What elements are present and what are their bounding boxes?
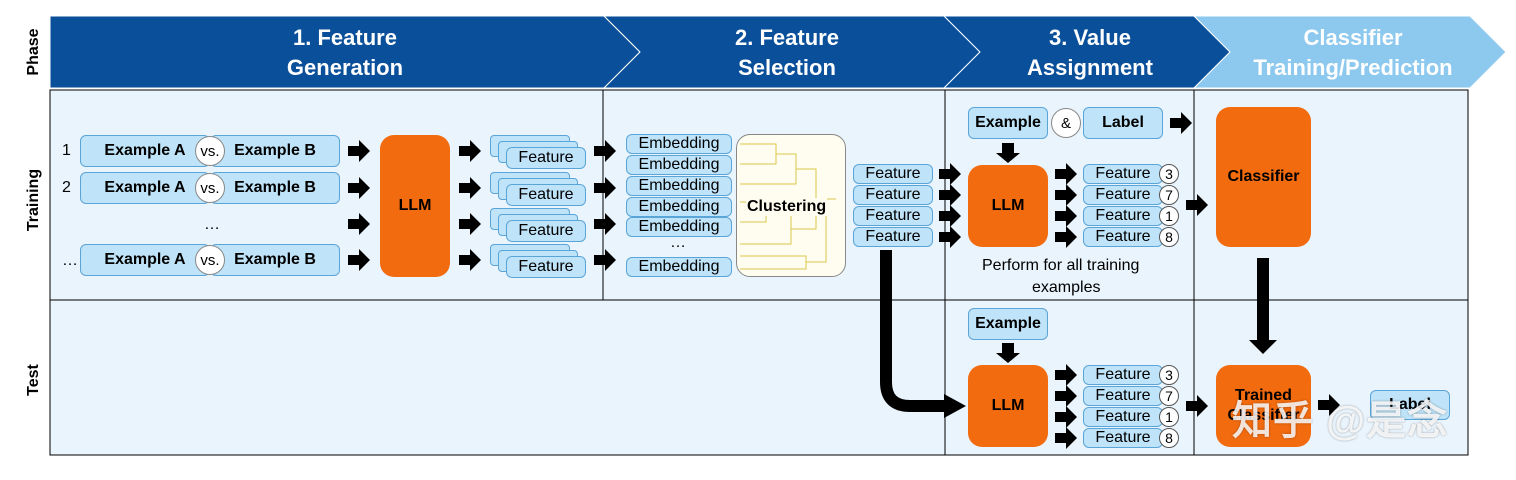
right-arrow <box>939 184 961 206</box>
curved-arrow-body <box>880 250 946 412</box>
amp-circle: & <box>1051 108 1081 138</box>
right-arrow <box>1055 205 1077 227</box>
right-arrow <box>1170 112 1192 134</box>
row-number: 1 <box>62 142 71 159</box>
feature-value-num: 1 <box>1159 206 1179 226</box>
feature-value-num: 7 <box>1159 185 1179 205</box>
classifier-box: Classifier <box>1216 107 1311 247</box>
feature-value-num: 3 <box>1159 164 1179 184</box>
right-arrow <box>594 177 616 199</box>
watermark-text: 知乎 @是念 <box>1232 399 1449 443</box>
example-b-box: Example B <box>210 244 340 276</box>
feature-card: Feature <box>506 256 586 278</box>
right-arrow <box>1186 194 1208 216</box>
right-arrow <box>594 249 616 271</box>
right-arrow <box>459 249 481 271</box>
predicted-label-box: Label <box>1370 390 1450 420</box>
vs-circle: vs. <box>195 136 225 166</box>
example-a-box: Example A <box>80 244 210 276</box>
example-b-box: Example B <box>210 172 340 204</box>
llm-generator-box: LLM <box>380 135 450 277</box>
clustering-label: Clustering <box>746 198 828 216</box>
row-ellipsis: … <box>204 216 220 233</box>
feature-value-num: 8 <box>1159 227 1179 247</box>
example-input-box: Example <box>968 107 1048 139</box>
test-feature-value-box: Feature <box>1083 365 1163 385</box>
right-arrow <box>1055 163 1077 185</box>
curved-arrow-head <box>944 394 966 418</box>
test-feature-value-box: Feature <box>1083 428 1163 448</box>
feature-card: Feature <box>506 220 586 242</box>
dendrogram-lines <box>740 143 836 270</box>
feature-value-box: Feature <box>1083 227 1163 247</box>
right-arrow <box>1055 427 1077 449</box>
feature-value-box: Feature <box>1083 164 1163 184</box>
embedding-box: Embedding <box>626 176 732 196</box>
row-number: … <box>62 252 78 269</box>
label-input-box: Label <box>1083 107 1163 139</box>
right-arrow <box>939 226 961 248</box>
right-arrow <box>594 213 616 235</box>
test-feature-value-num: 7 <box>1159 386 1179 406</box>
test-llm-box: LLM <box>968 365 1048 447</box>
right-arrow <box>348 177 370 199</box>
right-arrow <box>1055 385 1077 407</box>
test-feature-value-num: 1 <box>1159 407 1179 427</box>
llm-value-box: LLM <box>968 165 1048 247</box>
vs-circle: vs. <box>195 173 225 203</box>
selected-feature: Feature <box>853 206 933 226</box>
test-example-box: Example <box>968 308 1048 340</box>
note-line-1: Perform for all training <box>982 257 1140 274</box>
note-line-2: examples <box>1032 279 1101 296</box>
example-b-box: Example B <box>210 135 340 167</box>
selected-feature: Feature <box>853 185 933 205</box>
right-arrow <box>348 249 370 271</box>
vs-circle: vs. <box>195 245 225 275</box>
feature-card: Feature <box>506 147 586 169</box>
down-arrow <box>996 343 1020 363</box>
embedding-ellipsis: … <box>670 234 686 251</box>
right-arrow <box>939 205 961 227</box>
right-arrow <box>1186 395 1208 417</box>
right-arrow <box>459 140 481 162</box>
test-panel-left <box>49 299 946 456</box>
right-arrow <box>348 140 370 162</box>
example-a-box: Example A <box>80 172 210 204</box>
right-arrow <box>939 163 961 185</box>
embedding-box: Embedding <box>626 134 732 154</box>
test-feature-value-num: 8 <box>1159 428 1179 448</box>
right-arrow <box>594 140 616 162</box>
row-number: 2 <box>62 179 71 196</box>
down-arrow-long <box>1249 258 1277 354</box>
right-arrow <box>1055 226 1077 248</box>
right-arrow <box>459 213 481 235</box>
test-feature-value-box: Feature <box>1083 386 1163 406</box>
right-arrow <box>1055 184 1077 206</box>
right-arrow <box>459 177 481 199</box>
right-arrow <box>348 213 370 235</box>
down-arrow <box>996 143 1020 163</box>
selected-feature: Feature <box>853 227 933 247</box>
feature-card: Feature <box>506 184 586 206</box>
feature-value-box: Feature <box>1083 185 1163 205</box>
embedding-box: Embedding <box>626 257 732 277</box>
embedding-box: Embedding <box>626 155 732 175</box>
embedding-box: Embedding <box>626 217 732 237</box>
example-a-box: Example A <box>80 135 210 167</box>
test-feature-value-num: 3 <box>1159 365 1179 385</box>
right-arrow <box>1055 364 1077 386</box>
right-arrow <box>1055 406 1077 428</box>
embedding-box: Embedding <box>626 197 732 217</box>
selected-feature: Feature <box>853 164 933 184</box>
phase-banner-4 <box>1192 15 1507 89</box>
